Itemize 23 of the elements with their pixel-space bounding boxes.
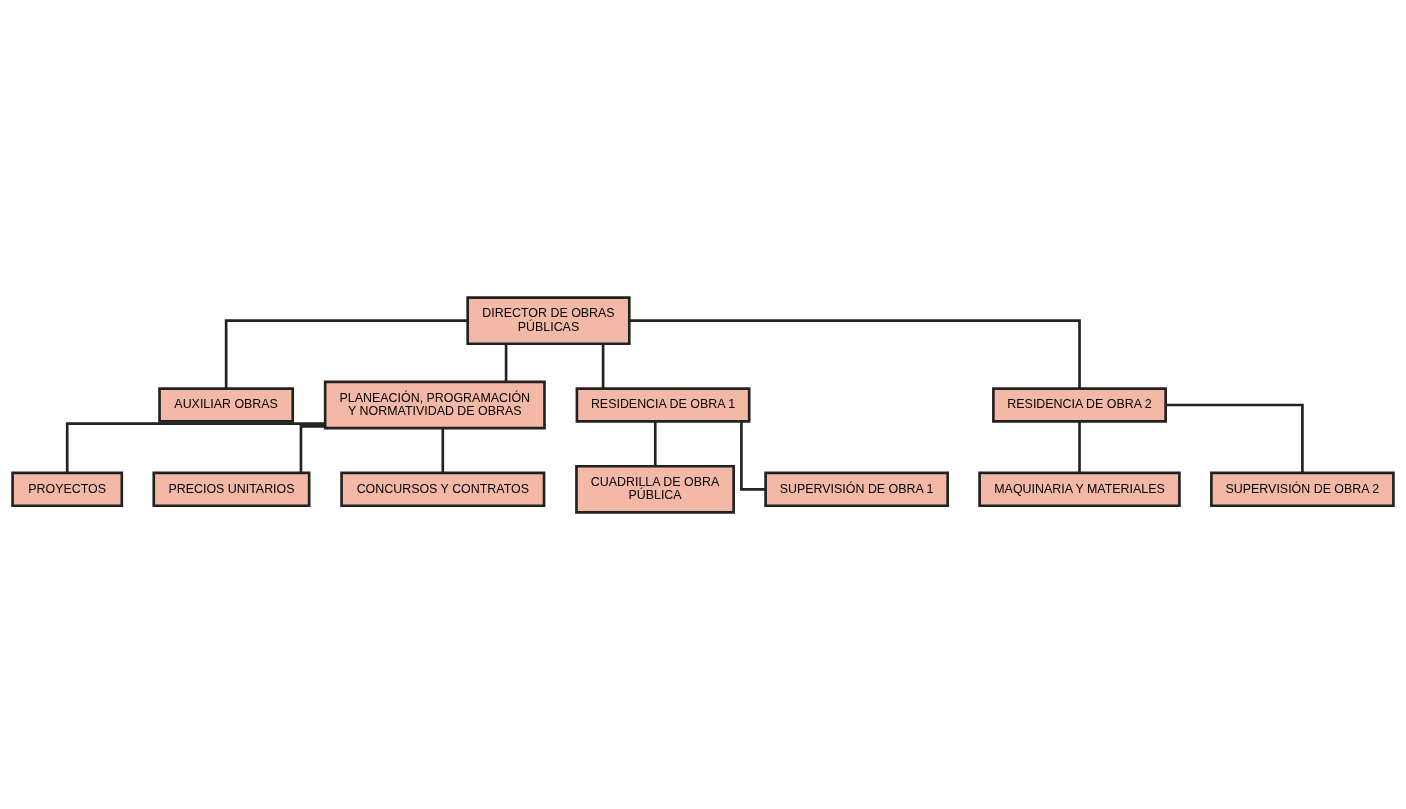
connector	[1078, 421, 1081, 473]
node-box: SUPERVISIÓN DE OBRA 1	[764, 471, 949, 507]
connector	[504, 343, 508, 382]
connector	[441, 427, 445, 473]
connector	[740, 421, 766, 491]
node-box: AUXILIAR OBRAS	[158, 386, 295, 423]
connector	[653, 421, 657, 466]
node-box: DIRECTOR DE OBRAS PÚBLICAS	[466, 295, 631, 345]
connector	[224, 318, 468, 388]
node-box: PLANEACIÓN, PROGRAMACIÓN Y NORMATIVIDAD DE OBRAS	[323, 380, 546, 429]
node-box: PRECIOS UNITARIOS	[152, 471, 311, 507]
connector	[299, 424, 325, 473]
connector	[65, 421, 325, 473]
node-box: CONCURSOS Y CONTRATOS	[340, 471, 546, 507]
node-box: MAQUINARIA Y MATERIALES	[978, 471, 1181, 507]
node-box: SUPERVISIÓN DE OBRA 2	[1210, 471, 1395, 507]
node-box: CUADRILLA DE OBRA PÚBLICA	[575, 464, 735, 514]
node-box: RESIDENCIA DE OBRA 2	[992, 386, 1167, 423]
node-box: PROYECTOS	[11, 471, 124, 507]
node-box: RESIDENCIA DE OBRA 1	[575, 386, 751, 423]
connector	[629, 318, 1081, 388]
connector	[601, 343, 605, 388]
connector	[1165, 403, 1304, 473]
